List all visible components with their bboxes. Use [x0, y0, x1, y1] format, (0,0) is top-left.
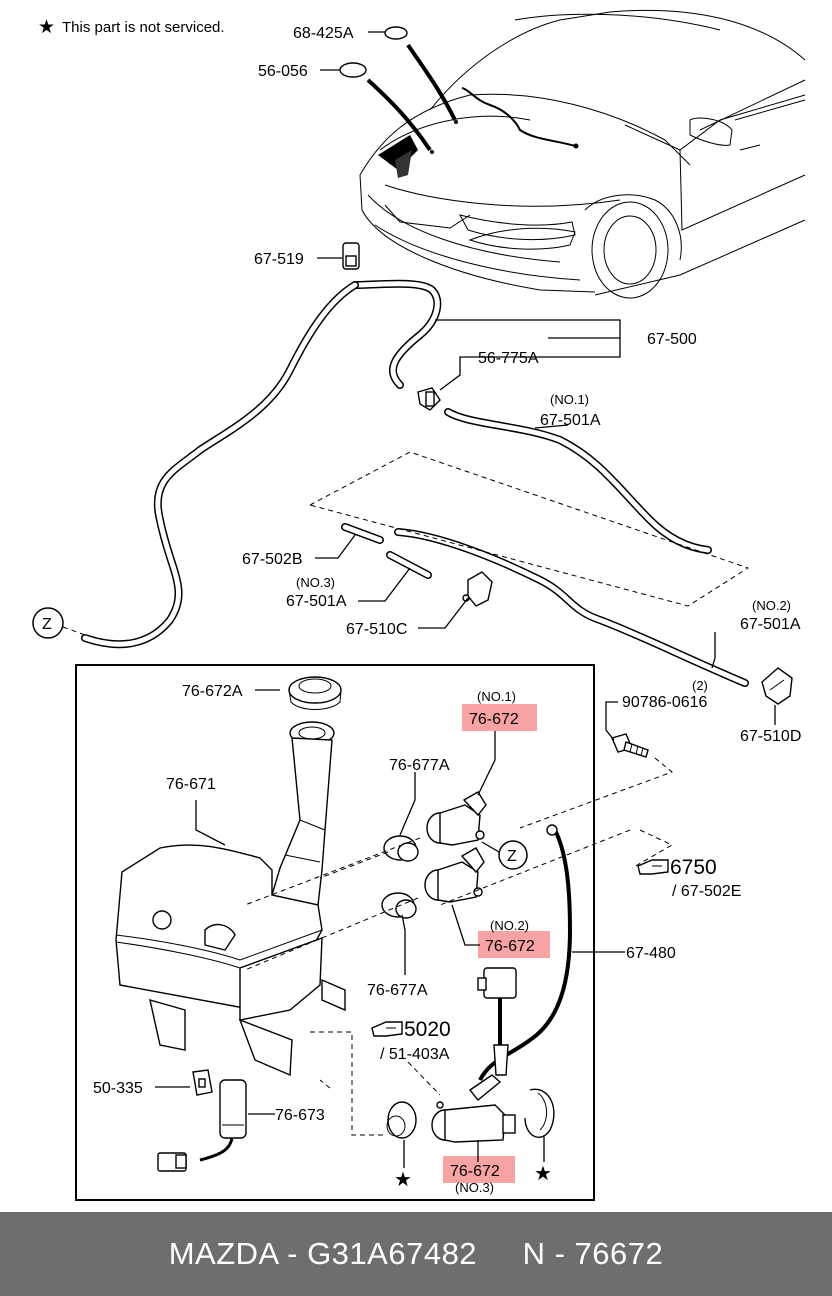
label-67-510D: 67-510D: [740, 728, 801, 745]
label-56-056: 56-056: [258, 63, 308, 80]
clip-50-335: [192, 1069, 213, 1096]
note-text: This part is not serviced.: [62, 19, 225, 36]
nozzle-67-510C: [462, 571, 493, 607]
label-ref-51-403A: / 51-403A: [380, 1046, 450, 1063]
clip-67-519: [317, 242, 360, 270]
car-illustration: [359, 9, 806, 299]
label-no3-pump: (NO.3): [455, 1180, 494, 1195]
highlight-76-672-no2: [478, 931, 550, 958]
ref-z-left: Z: [32, 607, 86, 639]
nozzle-67-510D: [761, 667, 793, 705]
level-sensor-76-673: [157, 1079, 247, 1172]
projection-lines: [244, 757, 674, 1136]
star-icon: ★: [534, 1161, 552, 1185]
harness-67-480: [468, 824, 573, 1138]
cap-76-672A: [288, 676, 342, 710]
highlight-76-672-no3: [443, 1156, 515, 1183]
svg-text:Z: Z: [42, 616, 52, 633]
label-67-510C: 67-510C: [346, 621, 407, 638]
label-no2-hose: (NO.2): [752, 598, 791, 613]
parts-diagram: ★ This part is not serviced.: [32, 9, 806, 1201]
hand-pointer-icon: [371, 1021, 403, 1037]
pump-no2: [424, 847, 485, 903]
grommet-76-677A-top: [383, 835, 419, 862]
hand-pointer-icon: [637, 859, 669, 875]
cap-56-056: [320, 62, 367, 78]
highlight-76-672-no1: [462, 704, 537, 731]
label-76-672-no3: 76-672: [450, 1163, 500, 1180]
label-76-671: 76-671: [166, 776, 216, 793]
label-68-425A: 68-425A: [293, 25, 354, 42]
reservoir-tank-76-671: [115, 721, 346, 1077]
label-no3-hose: (NO.3): [296, 575, 335, 590]
label-67-501A-no3: 67-501A: [286, 593, 347, 610]
hose-67-501A-no2: [394, 528, 749, 687]
label-90786-0616: 90786-0616: [622, 694, 708, 711]
hose-zone-outline: [308, 451, 750, 607]
leader-lines: [155, 319, 776, 1162]
label-67-502B: 67-502B: [242, 551, 303, 568]
label-76-672A: 76-672A: [182, 683, 243, 700]
pump-no3: [431, 1101, 516, 1143]
label-76-672-no2: 76-672: [485, 938, 535, 955]
label-no1-hose: (NO.1): [550, 392, 589, 407]
joint-67-502B: [341, 523, 384, 544]
joint-56-775A: [417, 387, 441, 411]
label-76-677A-top: 76-677A: [389, 757, 450, 774]
grommet-lower: [386, 1101, 417, 1139]
label-76-672-no1: 76-672: [469, 711, 519, 728]
label-67-500: 67-500: [647, 331, 697, 348]
label-ref-67-502E: / 67-502E: [672, 883, 741, 900]
label-no2-pump: (NO.2): [490, 918, 529, 933]
not-serviced-note: ★ This part is not serviced.: [38, 16, 225, 38]
label-50-335: 50-335: [93, 1080, 143, 1097]
grommet-76-677A-bottom: [381, 892, 417, 919]
label-ref-6750: 6750: [670, 856, 717, 879]
label-76-673: 76-673: [275, 1107, 325, 1124]
cap-68-425A: [368, 26, 408, 40]
label-76-677A-bottom: 76-677A: [367, 982, 428, 999]
label-56-775A: 56-775A: [478, 350, 539, 367]
label-ref-5020: 5020: [404, 1018, 451, 1041]
part-number-footer: MAZDA - G31A67482 N - 76672: [0, 1212, 832, 1296]
svg-text:Z: Z: [507, 848, 517, 865]
pump-no1: [426, 791, 487, 846]
washer-assembly-frame: [75, 664, 595, 1201]
label-67-501A-no1: 67-501A: [540, 412, 601, 429]
label-no1-pump: (NO.1): [477, 689, 516, 704]
star-icon: ★: [38, 16, 55, 38]
star-icon: ★: [394, 1167, 412, 1191]
hose-67-501A-no3: [386, 551, 432, 579]
ref-z-right: Z: [481, 840, 528, 870]
label-67-480: 67-480: [626, 945, 676, 962]
hose-67-501A-no1: [444, 408, 712, 554]
bolt-90786-0616: [611, 733, 649, 758]
label-67-519: 67-519: [254, 251, 304, 268]
label-67-501A-no2: 67-501A: [740, 616, 801, 633]
footer-text: MAZDA - G31A67482 N - 76672: [168, 1236, 664, 1271]
hose-67-500: [81, 279, 442, 649]
label-qty-2: (2): [692, 678, 708, 693]
